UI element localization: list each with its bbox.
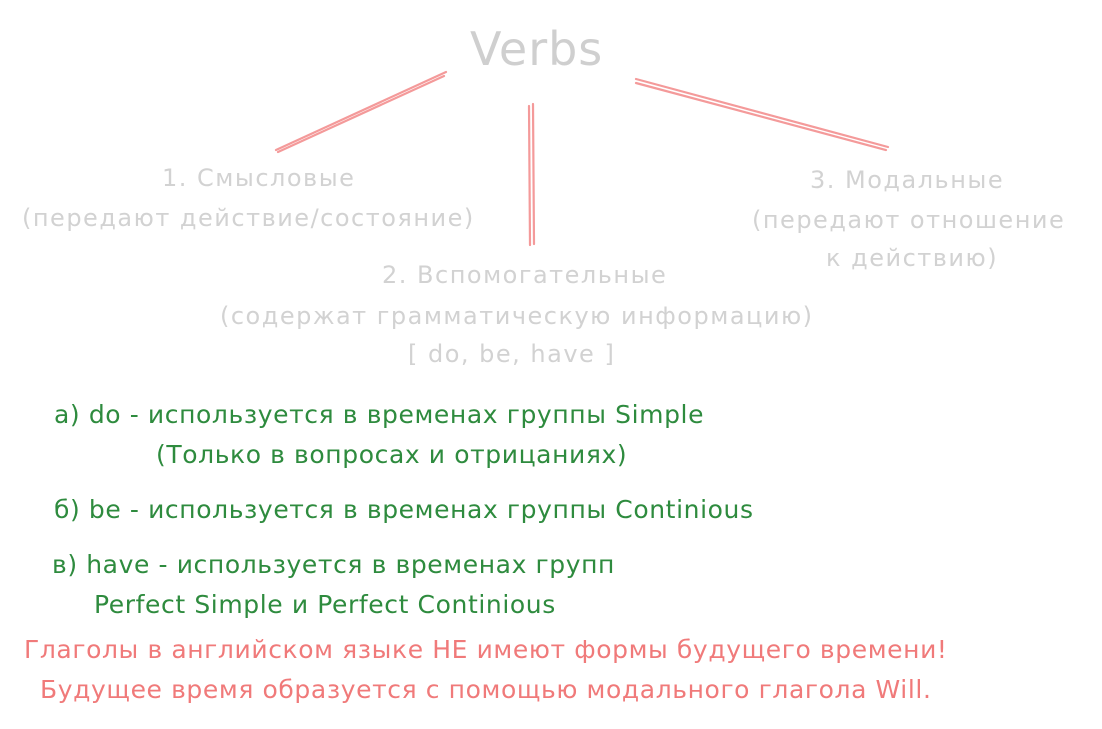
connector-right <box>634 77 890 152</box>
warning-line2: Будущее время образуется с помощью модал… <box>40 675 932 704</box>
branch-3-title: 3. Модальные <box>810 166 1005 194</box>
connector-center <box>527 102 536 247</box>
branch-2-examples: [ do, be, have ] <box>408 340 616 368</box>
connector-left <box>274 70 448 154</box>
branch-3-desc-cont: к действию) <box>826 244 999 272</box>
note-b-line1: б) be - используется в временах группы C… <box>54 495 754 524</box>
branch-1-title: 1. Смысловые <box>162 164 356 192</box>
note-c-line1: в) have - используется в временах групп <box>52 550 615 579</box>
branch-2-desc: (содержат грамматическую информацию) <box>220 302 814 330</box>
branch-1-desc: (передают действие/состояние) <box>22 204 475 232</box>
note-c-line2: Perfect Simple и Perfect Continious <box>94 590 556 619</box>
note-a-line2: (Только в вопросах и отрицаниях) <box>156 440 628 469</box>
branch-2-title: 2. Вспомогательные <box>382 261 668 289</box>
warning-line1: Глаголы в английском языке НЕ имеют форм… <box>24 635 948 664</box>
note-a-line1: а) do - используется в временах группы S… <box>54 400 705 429</box>
branch-3-desc: (передают отношение <box>752 206 1066 234</box>
diagram-title: Verbs <box>470 22 604 76</box>
